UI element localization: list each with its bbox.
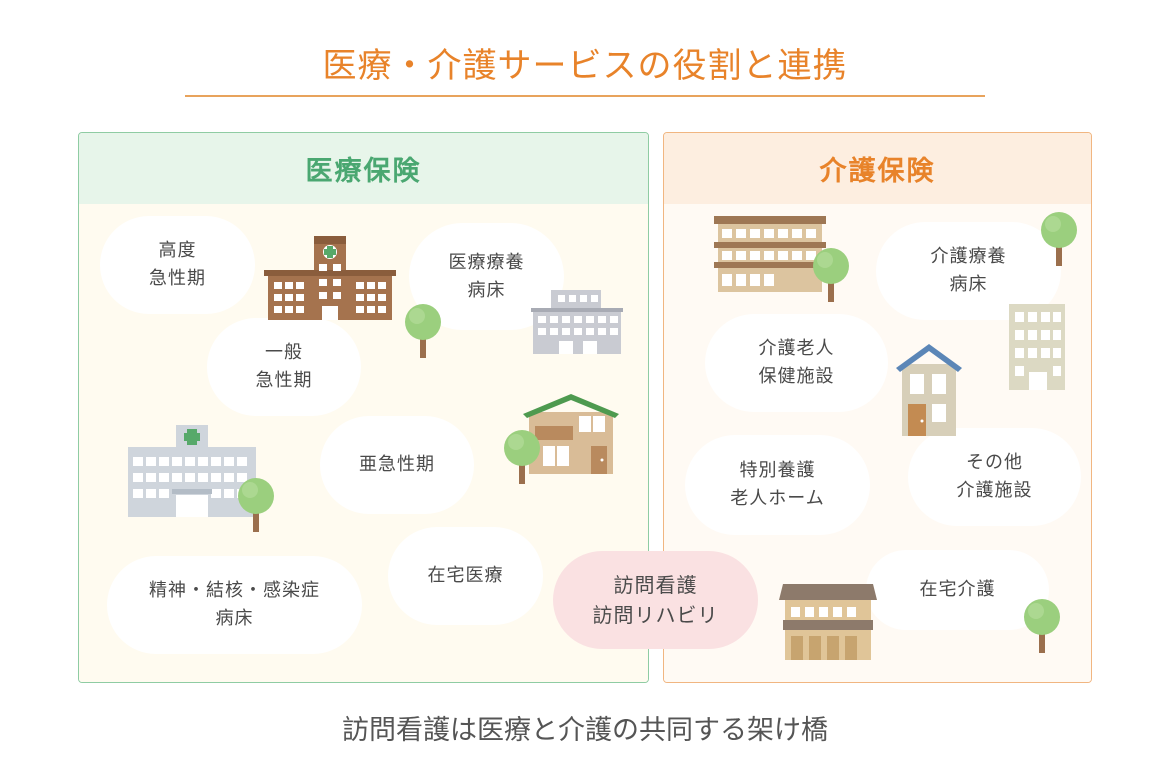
tree-icon	[238, 478, 274, 532]
bubble-line: 訪問リハビリ	[592, 603, 719, 627]
hospital-grey-icon	[531, 290, 623, 354]
page-title: 医療・介護サービスの役割と連携	[322, 46, 848, 86]
tree-icon	[813, 248, 849, 302]
care-panel-header: 介護保険	[664, 133, 1091, 204]
bubble-special-nursing-home: 特別養護 老人ホーム	[685, 435, 870, 535]
bubble-line: 訪問看護	[613, 573, 698, 597]
bubble-line: 急性期	[255, 370, 313, 391]
bubble-line: 在宅介護	[919, 579, 996, 600]
tree-icon	[1041, 212, 1077, 266]
tree-icon	[504, 430, 540, 484]
bubble-line: 病床	[215, 608, 254, 629]
bubble-line: 在宅医療	[427, 565, 504, 586]
bubble-line: 病床	[949, 274, 988, 295]
bubble-line: 保健施設	[758, 366, 835, 387]
bubble-home-medical: 在宅医療	[388, 527, 543, 625]
bubble-line: 介護療養	[930, 246, 1007, 267]
bubble-line: 病床	[467, 279, 506, 301]
bubble-care-beds: 介護療養 病床	[876, 222, 1061, 320]
bubble-visiting-nursing-rehab: 訪問看護 訪問リハビリ	[553, 551, 758, 649]
bubble-other-care-facilities: その他 介護施設	[908, 428, 1081, 526]
tree-icon	[405, 304, 441, 358]
bubble-line: 急性期	[149, 268, 206, 289]
apartment-small-icon	[779, 584, 877, 660]
bubble-psych-tb-infection: 精神・結核・感染症 病床	[107, 556, 362, 654]
bubble-home-care: 在宅介護	[866, 550, 1049, 630]
bubble-acute-high: 高度 急性期	[100, 216, 255, 314]
title-underline	[185, 95, 985, 97]
bubble-line: 医療療養	[448, 251, 525, 273]
tree-icon	[1024, 599, 1060, 653]
bubble-line: 特別養護	[739, 460, 816, 481]
bubble-line: 老人ホーム	[730, 488, 825, 509]
medical-panel-header: 医療保険	[79, 133, 648, 204]
bubble-subacute: 亜急性期	[320, 416, 474, 514]
bubble-line: その他	[966, 452, 1023, 473]
hospital-brown-icon	[264, 236, 396, 320]
house-blue-roof-icon	[896, 344, 962, 436]
bubble-line: 介護老人	[758, 338, 835, 359]
footer-caption: 訪問看護は医療と介護の共同する架け橋	[342, 715, 828, 746]
medical-panel-title: 医療保険	[305, 156, 422, 187]
bubble-line: 一般	[265, 342, 303, 363]
bubble-line: 介護施設	[956, 480, 1033, 501]
clinic-icon	[128, 425, 256, 517]
bubble-acute-general: 一般 急性期	[207, 318, 361, 416]
apartment-brown-icon	[714, 216, 826, 292]
care-panel-title: 介護保険	[819, 156, 936, 187]
bubble-health-facility: 介護老人 保健施設	[705, 314, 888, 412]
house-green-roof-icon	[523, 394, 619, 474]
bubble-line: 精神・結核・感染症	[149, 580, 320, 601]
bubble-line: 亜急性期	[359, 454, 435, 475]
building-beige-icon	[1009, 304, 1065, 390]
bubble-line: 高度	[158, 240, 197, 261]
